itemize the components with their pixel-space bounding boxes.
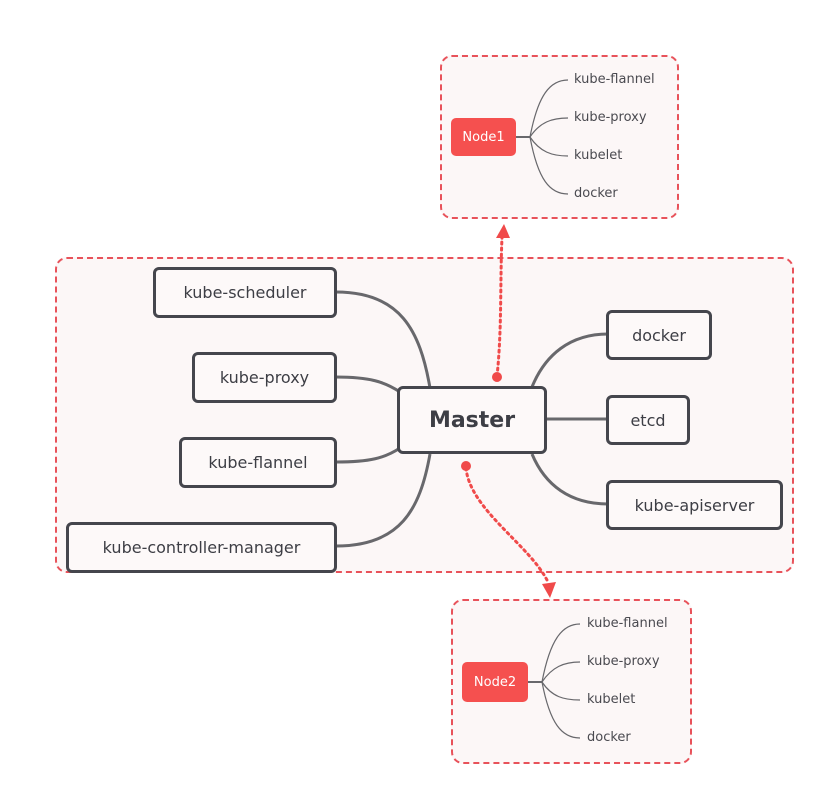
edge-docker [530, 332, 609, 388]
edge-node2-kubelet [541, 681, 581, 701]
edge-kube-controller-manager [335, 453, 432, 548]
edge-kube-flannel [335, 446, 401, 464]
edge-kube-apiserver [530, 453, 609, 506]
node1-kubelet: kubelet [574, 148, 623, 163]
edge-node1-docker [529, 136, 569, 195]
edge-kube-proxy [335, 375, 401, 394]
edge-node2-kube-proxy [541, 661, 581, 683]
node2-kube-proxy: kube-proxy [587, 654, 660, 669]
link-dot-node1 [492, 372, 502, 382]
master-node[interactable]: Master [397, 386, 547, 454]
edge-node1-kubelet [529, 136, 569, 157]
node2-docker: docker [587, 730, 631, 745]
node2-kubelet: kubelet [587, 692, 636, 707]
edge-node2-kube-flannel [541, 623, 581, 683]
component-kube-apiserver[interactable]: kube-apiserver [606, 480, 783, 530]
node1-kube-flannel: kube-flannel [574, 72, 655, 87]
arrowhead-node1 [496, 224, 510, 238]
node1-label[interactable]: Node1 [451, 118, 516, 156]
component-kube-controller-manager[interactable]: kube-controller-manager [66, 522, 337, 573]
node1-docker: docker [574, 186, 618, 201]
link-dot-node2 [461, 461, 471, 471]
arrowhead-node2 [542, 582, 556, 598]
edge-kube-scheduler [335, 290, 432, 389]
edge-node2-docker [541, 681, 581, 739]
node1-kube-proxy: kube-proxy [574, 110, 647, 125]
component-kube-flannel[interactable]: kube-flannel [179, 437, 337, 488]
edge-node1-kube-proxy [529, 117, 569, 138]
link-master-node2 [464, 466, 550, 584]
component-kube-proxy[interactable]: kube-proxy [192, 352, 337, 403]
component-etcd[interactable]: etcd [606, 395, 690, 445]
edge-node1-kube-flannel [529, 79, 569, 138]
component-docker[interactable]: docker [606, 310, 712, 360]
link-master-node1 [495, 236, 504, 378]
node2-label[interactable]: Node2 [462, 662, 528, 702]
node2-kube-flannel: kube-flannel [587, 616, 668, 631]
component-kube-scheduler[interactable]: kube-scheduler [153, 267, 337, 318]
